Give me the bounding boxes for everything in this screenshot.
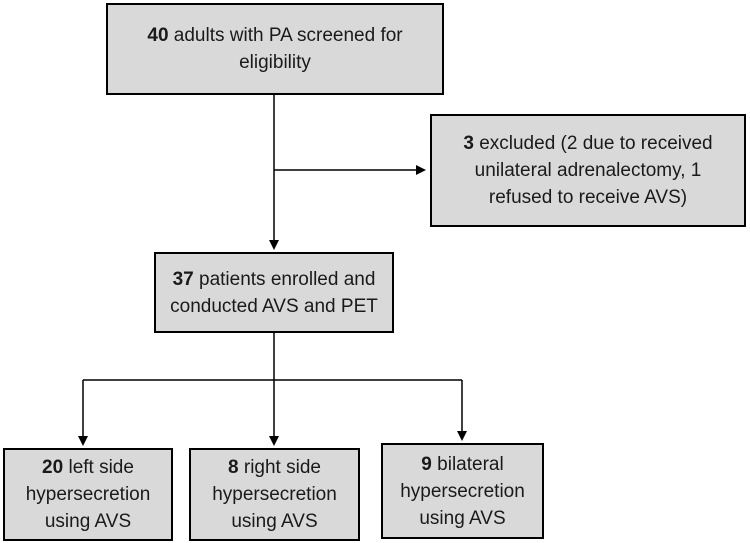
enrolled-count: 37 [172,268,194,290]
excluded-box: 3 excluded (2 due to received unilateral… [430,114,746,227]
screened-text: adults with PA screened for eligibility [168,25,403,73]
right-box: 8 right side hypersecretion using AVS [189,448,360,541]
right-count: 8 [228,457,239,478]
bilateral-count: 9 [421,453,432,475]
right-text: right side hypersecretion using AVS [212,457,337,532]
excluded-count: 3 [463,133,474,154]
enrolled-box: 37 patients enrolled and conducted AVS a… [154,252,394,333]
enrolled-text: patients enrolled and conducted AVS and … [170,268,378,317]
left-count: 20 [42,457,64,478]
bilateral-text: bilateral hypersecretion using AVS [400,453,525,529]
left-box: 20 left side hypersecretion using AVS [3,448,173,541]
bilateral-box: 9 bilateral hypersecretion using AVS [381,443,544,539]
left-text: left side hypersecretion using AVS [25,457,151,532]
screened-box: 40 adults with PA screened for eligibili… [106,3,444,95]
excluded-text: excluded (2 due to received unilateral a… [473,133,713,208]
screened-count: 40 [147,25,169,46]
